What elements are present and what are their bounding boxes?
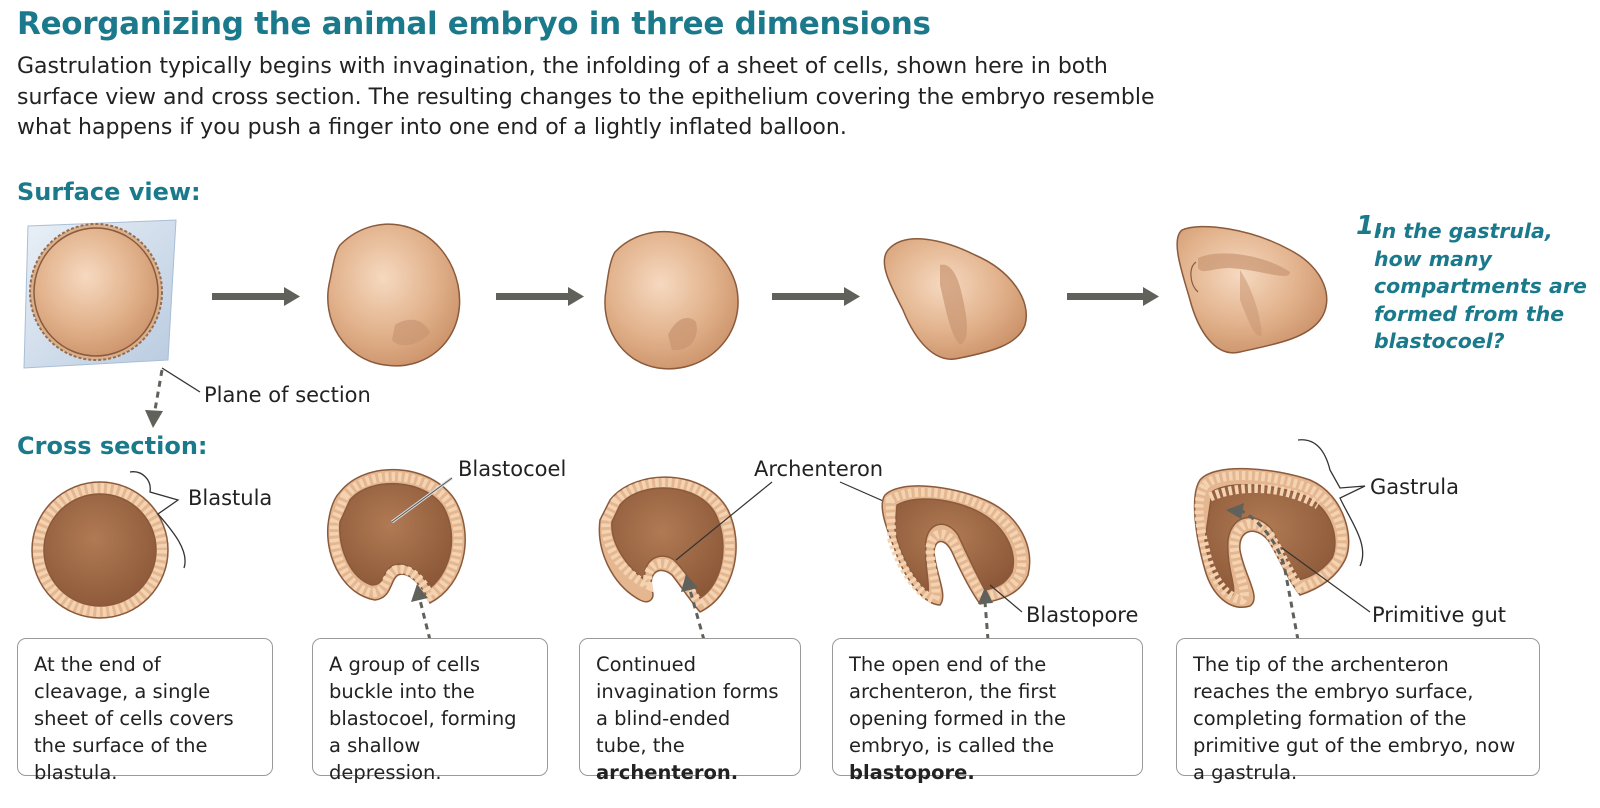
cross-blastula	[31, 481, 169, 619]
progression-arrow-2	[496, 287, 584, 306]
label-blastocoel: Blastocoel	[458, 457, 566, 481]
cross-embryo-3	[598, 476, 737, 613]
cross-embryo-2	[326, 468, 466, 605]
surface-embryo-2	[327, 223, 461, 367]
caption-gastrula: The tip of the archenteron reaches the e…	[1176, 638, 1540, 784]
caption-early-invagination: A group of cells buckle into the blastoc…	[312, 638, 548, 784]
caption-text: At the end of cleavage, a single sheet o…	[34, 653, 234, 784]
blastocoel-callout: Blastocoel	[391, 457, 566, 524]
surface-embryo-4	[883, 238, 1027, 360]
label-primitive-gut: Primitive gut	[1372, 603, 1506, 627]
gastrula-bracket: Gastrula	[1297, 439, 1459, 567]
page-title: Reorganizing the animal embryo in three …	[17, 6, 931, 42]
label-plane-of-section: Plane of section	[204, 383, 371, 407]
progression-arrow-4	[1067, 287, 1159, 306]
caption-blastula: At the end of cleavage, a single sheet o…	[17, 638, 273, 784]
blastopore-callout: Blastopore	[989, 584, 1138, 627]
caption-text: A group of cells buckle into the blastoc…	[329, 653, 517, 784]
label-archenteron: Archenteron	[754, 457, 883, 481]
caption-blastopore: The open end of the archenteron, the fir…	[832, 638, 1143, 784]
surface-embryo-3	[604, 230, 739, 370]
cross-section-heading: Cross section:	[17, 432, 208, 460]
cross-arrows	[411, 503, 1300, 641]
cross-gastrula	[1193, 467, 1350, 608]
label-blastula: Blastula	[188, 486, 272, 510]
label-blastopore: Blastopore	[1026, 603, 1138, 627]
cross-embryo-4	[881, 485, 1031, 606]
question-number: 1.	[1356, 211, 1384, 241]
caption-text: The tip of the archenteron reaches the e…	[1193, 653, 1516, 784]
surface-view-heading: Surface view:	[17, 178, 201, 206]
archenteron-callout: Archenteron	[675, 457, 941, 561]
surface-arrows	[212, 287, 1159, 306]
caption-archenteron: Continued invagination forms a blind-end…	[579, 638, 801, 784]
intro-paragraph: Gastrulation typically begins with invag…	[17, 54, 1155, 140]
progression-arrow-1	[212, 287, 300, 306]
label-gastrula: Gastrula	[1370, 475, 1459, 499]
primitive-gut-callout: Primitive gut	[1281, 547, 1506, 627]
plane-of-section-callout: Plane of section	[145, 367, 371, 428]
caption-bold-term: blastopore.	[849, 761, 975, 784]
caption-text: Continued invagination forms a blind-end…	[596, 653, 779, 757]
caption-text: The open end of the archenteron, the fir…	[849, 653, 1067, 757]
question-text: In the gastrula, how many compartments a…	[1374, 219, 1587, 353]
caption-bold-term: archenteron.	[596, 761, 739, 784]
surface-blastula	[23, 219, 177, 369]
progression-arrow-3	[772, 287, 860, 306]
blastula-bracket: Blastula	[129, 471, 272, 569]
surface-embryo-5	[1176, 225, 1328, 354]
question-callout: 1. In the gastrula, how many compartment…	[1356, 212, 1600, 356]
